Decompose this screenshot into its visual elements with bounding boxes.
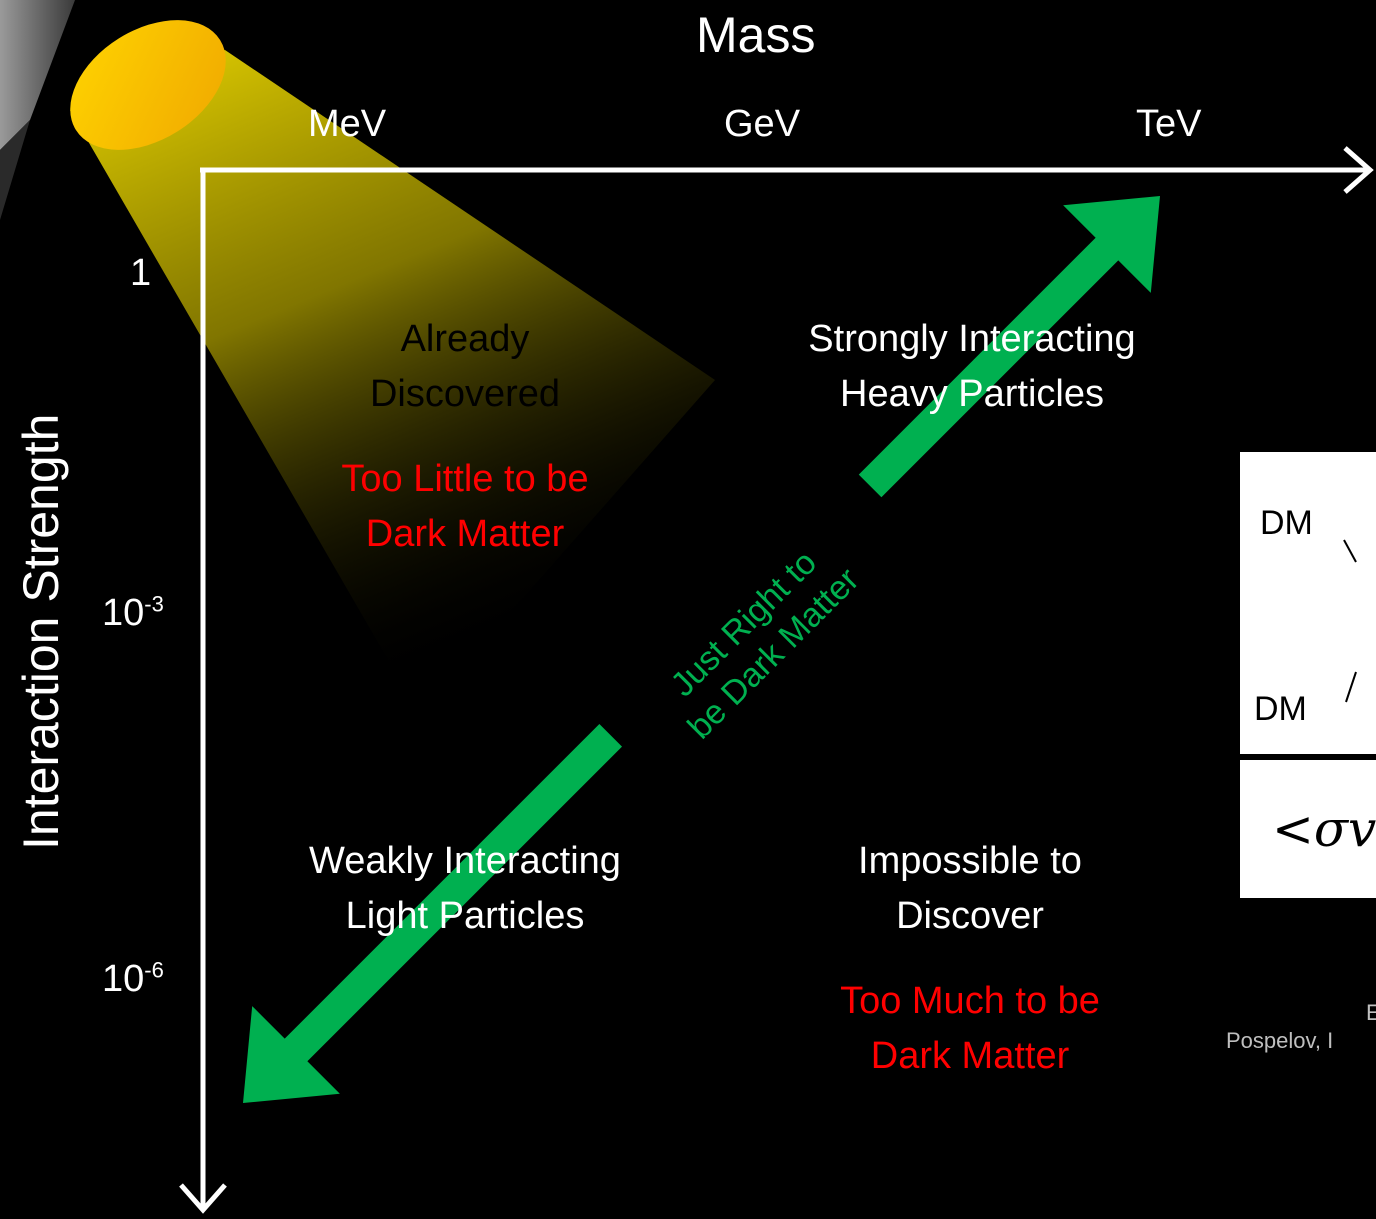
region-br-verdict2: Dark Matter (870, 1035, 1070, 1077)
citation-line1: E (1366, 1000, 1376, 1025)
region-tl-verdict2: Dark Matter (365, 513, 565, 555)
spotlight-beam (70, 50, 715, 715)
y-tick-1e-6-exp: -6 (144, 957, 164, 983)
y-tick-1-base: 1 (130, 252, 152, 294)
x-axis-title: Mass (696, 7, 816, 63)
citation-line2: Pospelov, I (1226, 1028, 1334, 1053)
region-tr-line1: Strongly Interacting (808, 318, 1136, 360)
y-tick-1e-6-base: 10 (102, 958, 145, 1000)
y-tick-1: 1 (130, 252, 151, 295)
arrow-upper-segment (858, 196, 1160, 498)
region-tl-line2: Discovered (369, 373, 561, 415)
spotlight-housing-icon (0, 0, 75, 220)
y-axis-title: Interaction Strength (13, 413, 69, 850)
green-double-arrow (243, 196, 1160, 1103)
region-br-verdict1: Too Much to be (840, 980, 1100, 1022)
diagonal-label: Just Right to be Dark Matter (663, 543, 866, 746)
x-tick-mev: MeV (308, 103, 387, 145)
arrow-lower-segment (243, 723, 623, 1103)
region-bl-line1: Weakly Interacting (309, 840, 621, 882)
formula-box-upper: DM DM (1240, 452, 1376, 754)
axes (179, 146, 1374, 1214)
region-weakly-interacting: Weakly Interacting Light Particles (250, 834, 680, 944)
formula-bracket-icon (1343, 539, 1357, 703)
spotlight-lamp-icon (70, 20, 226, 150)
region-tl-line1: Already (400, 318, 530, 360)
region-br-line1: Impossible to (858, 840, 1082, 882)
formula-dm-bottom: DM (1254, 690, 1307, 728)
x-tick-gev: GeV (724, 103, 801, 145)
y-tick-1e-3-exp: -3 (144, 591, 164, 617)
y-axis-arrowhead-icon (179, 1183, 227, 1214)
region-br-line2: Discover (896, 895, 1044, 937)
region-strongly-interacting: Strongly Interacting Heavy Particles (752, 312, 1192, 422)
x-axis-arrowhead-icon (1343, 146, 1374, 194)
region-already-discovered: Already Discovered Too Little to be Dark… (305, 312, 625, 562)
y-tick-1e-3-base: 10 (102, 592, 145, 634)
region-bl-line2: Light Particles (345, 895, 585, 937)
formula-sigma-v: <σv (1272, 800, 1376, 858)
x-tick-tev: TeV (1136, 103, 1202, 145)
region-tr-line2: Heavy Particles (840, 373, 1104, 415)
region-impossible: Impossible to Discover Too Much to be Da… (775, 834, 1165, 1084)
formula-dm-top: DM (1260, 504, 1313, 542)
y-tick-1e-3: 10-3 (102, 592, 164, 635)
formula-box-lower: <σv (1240, 760, 1376, 898)
region-tl-verdict1: Too Little to be (341, 458, 589, 500)
y-tick-1e-6: 10-6 (102, 958, 164, 1001)
